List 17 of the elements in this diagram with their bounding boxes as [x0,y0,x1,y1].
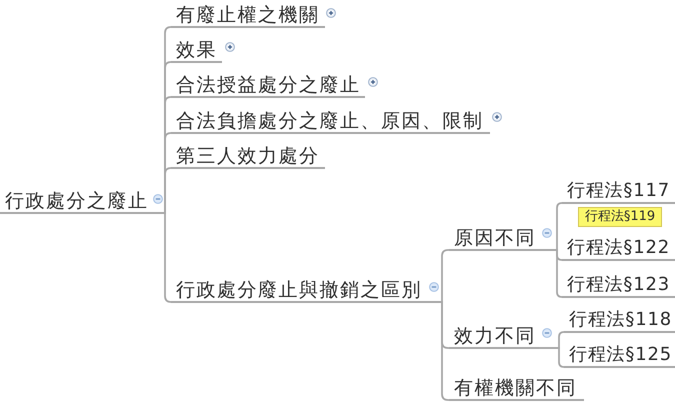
topic-label: 行程法§125 [564,344,675,368]
topic-label: 行程法§123 [562,274,675,298]
topic-label: 行程法§118 [564,309,675,333]
topic-label: 行政處分廢止與撤銷之區別 [171,279,427,303]
topic-label: 有權機關不同 [449,377,584,401]
topic-label: 合法授益處分之廢止 [171,74,365,98]
topic-label: 合法負擔處分之廢止、原因、限制 [171,110,490,134]
topic-label: 行程法§117 [562,180,675,204]
topic-label: 第三人效力處分 [171,145,325,169]
topic-label: 有廢止權之機關 [171,4,325,28]
topic-label: 行政處分之廢止 [0,190,152,214]
topic-label: 原因不同 [449,227,539,251]
topic-label: 效力不同 [449,325,539,349]
highlighted-label: 行程法§119 [578,207,662,227]
branch-line [539,347,565,368]
topic-label: 行程法§122 [562,237,675,261]
topic-label: 效果 [171,39,222,63]
